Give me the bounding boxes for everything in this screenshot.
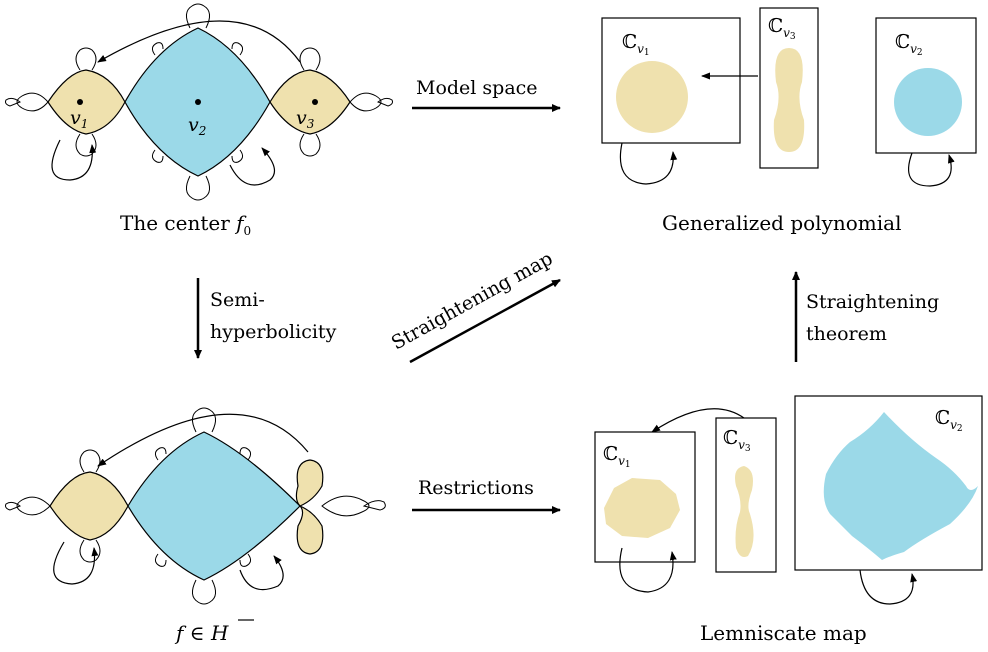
label-gp-v3: ℂv3	[768, 15, 796, 42]
point-v2	[195, 99, 201, 105]
label-v2: v2	[188, 114, 206, 138]
label-restrictions: Restrictions	[418, 477, 534, 499]
disk-gp-v2	[894, 68, 962, 136]
label-semi-line1: Semi-	[210, 289, 265, 311]
shape-lm-v3	[735, 466, 754, 557]
disk-gp-v1	[616, 61, 688, 133]
orbit-arrow-right-perturbed	[239, 555, 284, 591]
label-straight-thm-line1: Straightening	[806, 291, 939, 313]
loop-gp-v2	[908, 152, 955, 187]
orbit-arrow-top-perturbed	[97, 413, 309, 467]
loop-gp-v1	[619, 142, 678, 185]
label-lm-v2: ℂv2	[935, 407, 963, 434]
arrow-lm-v3-to-v1	[651, 408, 745, 433]
basin-left-perturbed	[49, 471, 129, 541]
caption-lemniscate: Lemniscate map	[700, 621, 867, 645]
label-lm-v1: ℂv1	[603, 443, 631, 470]
caption-perturbed: f ∈ H	[174, 621, 229, 645]
loop-lm-v1	[619, 547, 677, 593]
label-model-space: Model space	[416, 77, 538, 99]
julia-decorations	[5, 3, 393, 201]
label-gp-v1: ℂv1	[622, 31, 650, 58]
label-straightening-map: Straightening map	[388, 248, 557, 355]
orbit-arrow-left-perturbed	[53, 541, 99, 585]
label-gp-v2: ℂv2	[895, 31, 923, 58]
perturbed-julia-set	[5, 407, 386, 605]
label-semi-line2: hyperbolicity	[210, 321, 337, 343]
label-v3: v3	[296, 107, 315, 131]
shape-lm-v2	[823, 412, 978, 560]
orbit-arrow-top	[97, 20, 301, 63]
label-v1: v1	[70, 107, 88, 131]
caption-center: The center f0	[120, 211, 251, 238]
center-julia-set: v1 v2 v3	[5, 3, 393, 201]
point-v3	[312, 99, 318, 105]
point-v1	[77, 99, 83, 105]
label-lm-v3: ℂv3	[723, 427, 751, 454]
generalized-polynomial: ℂv1 ℂv3 ℂv2	[601, 7, 977, 187]
basin-center-perturbed	[127, 431, 301, 581]
shape-gp-v3	[773, 48, 805, 152]
caption-generalized-polynomial: Generalized polynomial	[662, 211, 901, 235]
lemniscate-map: ℂv1 ℂv3 ℂv2	[594, 395, 983, 605]
basin-right-perturbed	[295, 459, 324, 555]
orbit-arrow-right	[229, 147, 276, 186]
orbit-arrow-left	[51, 139, 97, 181]
label-straight-thm-line2: theorem	[806, 323, 887, 345]
loop-lm-v2	[859, 569, 918, 605]
arrow-straightening-map	[409, 278, 561, 364]
shape-lm-v1	[604, 478, 680, 538]
